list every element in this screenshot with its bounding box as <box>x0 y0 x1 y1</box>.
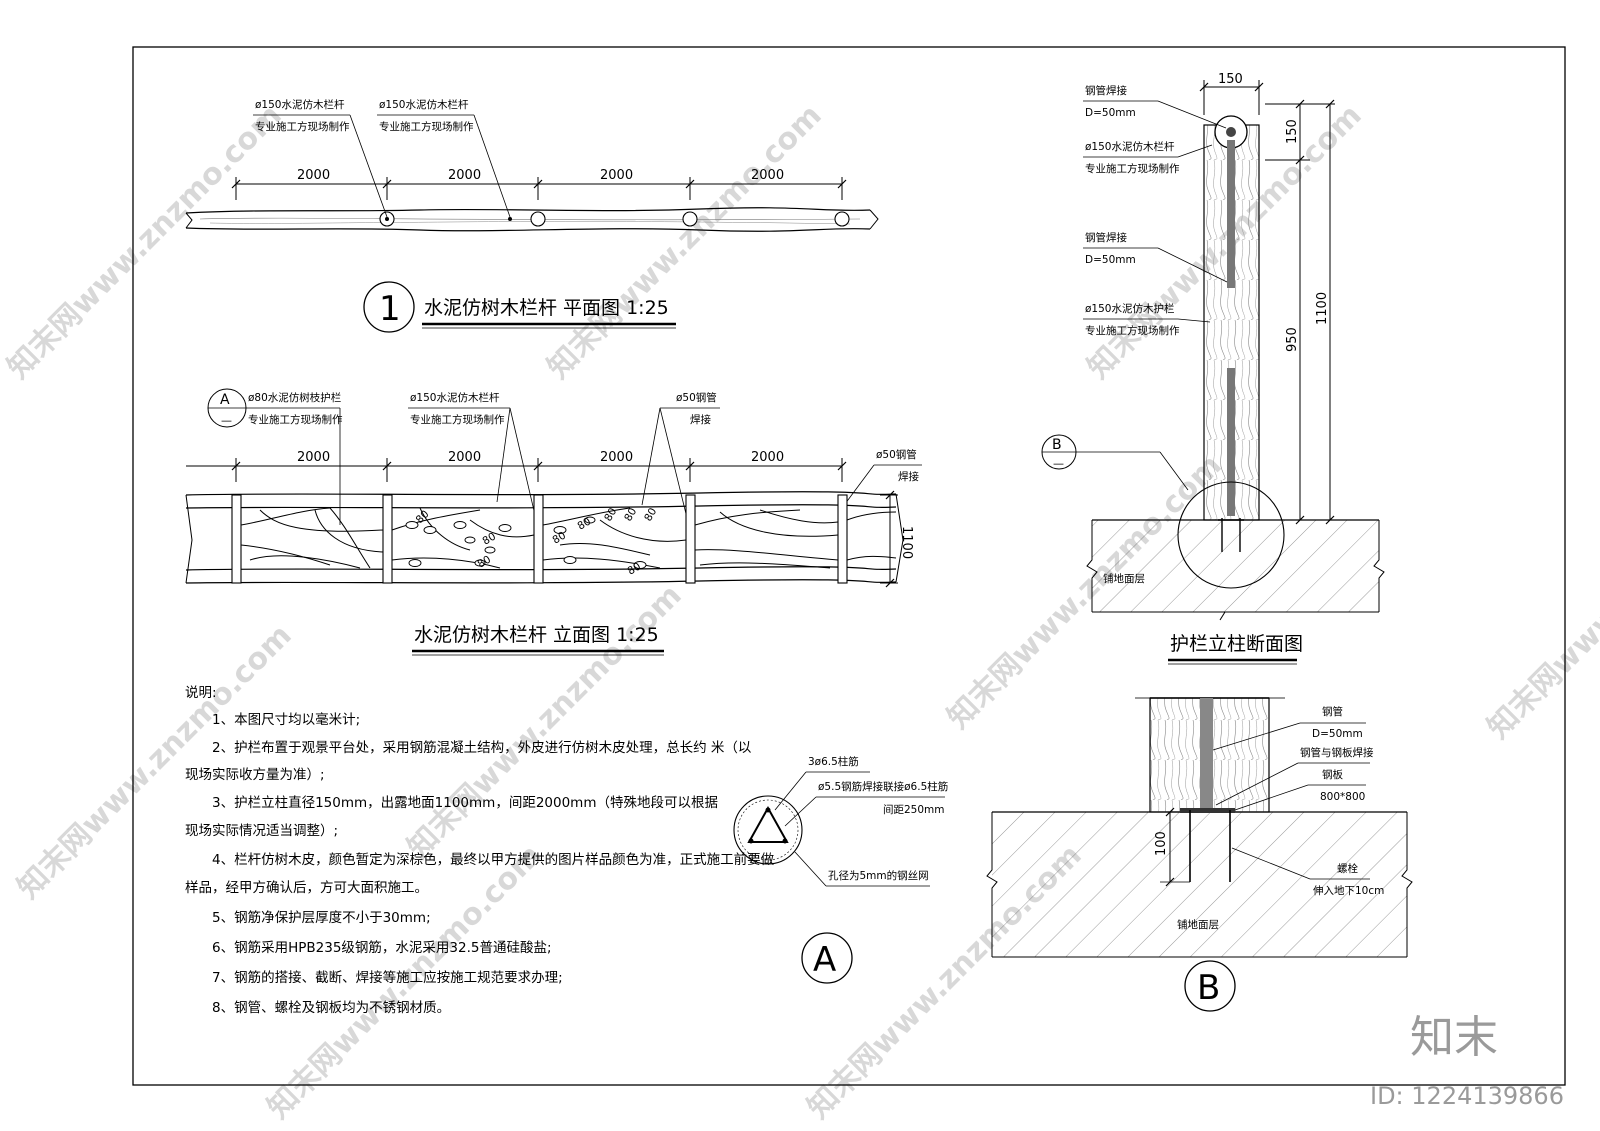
detail-b: 铺地面层 100 钢管 D=50mm 钢管与钢板焊接 钢板 800*800 螺栓… <box>986 697 1413 1012</box>
branch-label: 80 <box>551 530 569 547</box>
image-id: ID: 1224139866 <box>1370 1082 1564 1110</box>
plan-dim: 2000 <box>297 168 330 183</box>
note-line: 现场实际情况适当调整）; <box>185 823 338 839</box>
watermark-text: 知末网www.znzmo.com <box>1481 458 1600 746</box>
detail-b-bolt-depth: 伸入地下10cm <box>1313 884 1384 897</box>
note-line: 3、护栏立柱直径150mm，出露地面1100mm，间距2000mm（特殊地段可以… <box>212 795 718 811</box>
detail-b-pipe: 钢管 <box>1322 705 1343 718</box>
plan-callout: ø150水泥仿木栏杆 <box>379 98 469 111</box>
note-line: 2、护栏布置于观景平台处，采用钢筋混凝土结构，外皮进行仿树木皮处理，总长约 米（… <box>212 739 752 756</box>
detail-b-dim: 100 <box>1154 831 1169 856</box>
elevation-callout: 专业施工方现场制作 <box>248 413 343 426</box>
section-callout: 钢管焊接 <box>1085 84 1127 97</box>
elevation-dim: 2000 <box>600 450 633 465</box>
elevation-dim: 2000 <box>751 450 784 465</box>
branch-diameter-labels: 80 80 80 80 80 80 80 80 80 <box>414 506 660 578</box>
elevation-title: 水泥仿树木栏杆 立面图 1:25 <box>414 624 659 646</box>
detail-a-weld: ø5.5钢筋焊接联接ø6.5柱筋 <box>818 780 948 793</box>
section-dim-top: 150 <box>1218 72 1243 87</box>
plan-callout: ø150水泥仿木栏杆 <box>255 98 345 111</box>
section-dim-1100: 1100 <box>1315 292 1330 325</box>
detail-b-bolt: 螺栓 <box>1337 862 1359 875</box>
elevation-callout: 焊接 <box>690 413 711 426</box>
elevation-tag-letter: A <box>220 392 230 408</box>
plan-dim: 2000 <box>751 168 784 183</box>
branch-label: 80 <box>476 554 494 571</box>
plan-dim: 2000 <box>600 168 633 183</box>
note-line: 4、栏杆仿树木皮，颜色暂定为深棕色，最终以甲方提供的图片样品颜色为准，正式施工前… <box>212 851 775 868</box>
plan-callout: 专业施工方现场制作 <box>255 120 350 133</box>
detail-b-plate: 钢板 <box>1322 768 1344 781</box>
elevation-callout: ø150水泥仿木栏杆 <box>410 391 500 404</box>
branch-label: 80 <box>481 531 499 548</box>
detail-a-spacing: 间距250mm <box>883 803 945 816</box>
plan-title: 水泥仿树木栏杆 平面图 1:25 <box>424 297 669 319</box>
detail-a: 3ø6.5柱筋 ø5.5钢筋焊接联接ø6.5柱筋 间距250mm 孔径为5mm的… <box>733 755 948 984</box>
branch-label: 80 <box>576 516 594 533</box>
sheet-border <box>132 46 1566 1086</box>
watermark-text: 知末网www.znzmo.com <box>1 98 289 386</box>
note-line: 6、钢筋采用HPB235级钢筋，水泥采用32.5普通硅酸盐; <box>212 939 552 956</box>
section-title: 护栏立柱断面图 <box>1170 633 1303 655</box>
elevation-callout: 专业施工方现场制作 <box>410 413 505 426</box>
section-callout: ø150水泥仿木栏杆 <box>1085 140 1175 153</box>
detail-b-ground: 铺地面层 <box>1177 918 1219 931</box>
watermark-text: 知末网www.znzmo.com <box>541 98 829 386</box>
detail-b-plate-size: 800*800 <box>1320 791 1365 803</box>
section-callout: 钢管焊接 <box>1085 231 1127 244</box>
branch-label: 80 <box>622 506 639 524</box>
detail-b-letter: B <box>1197 968 1220 1008</box>
section-callout: D=50mm <box>1085 107 1136 119</box>
note-line: 8、钢管、螺栓及钢板均为不锈钢材质。 <box>212 1000 450 1016</box>
section-callout: ø150水泥仿木护栏 <box>1085 302 1174 315</box>
elevation-dim: 2000 <box>448 450 481 465</box>
section-dim-150: 150 <box>1285 119 1300 144</box>
plan-dim: 2000 <box>448 168 481 183</box>
elevation-callout: ø80水泥仿树枝护栏 <box>248 391 341 404</box>
elevation-height: 1100 <box>899 526 914 559</box>
elevation-callout: ø50钢管 <box>876 448 917 461</box>
detail-a-letter: A <box>813 940 836 980</box>
note-line: 7、钢筋的搭接、截断、焊接等施工应按施工规范要求办理; <box>212 969 563 986</box>
branch-label: 80 <box>626 561 644 578</box>
elevation-callout: ø50钢管 <box>676 391 717 404</box>
note-line: 5、钢筋净保护层厚度不小于30mm; <box>212 909 431 926</box>
section-callout: 专业施工方现场制作 <box>1085 324 1180 337</box>
plan-view: 2000 2000 2000 2000 ø150水泥仿木栏杆 专业施工方现场制作… <box>185 98 879 333</box>
plan-callout: 专业施工方现场制作 <box>379 120 474 133</box>
section-callout: 专业施工方现场制作 <box>1085 162 1180 175</box>
section-ground: 铺地面层 <box>1103 572 1145 585</box>
section-tag-sub: — <box>1053 457 1064 470</box>
notes: 说明: 1、本图尺寸均以毫米计; 2、护栏布置于观景平台处，采用钢筋混凝土结构，… <box>185 685 775 1016</box>
elevation-callout: 焊接 <box>898 470 919 483</box>
watermark-text: 知末网www.znzmo.com <box>401 578 689 866</box>
detail-a-mesh: 孔径为5mm的钢丝网 <box>828 869 929 882</box>
elevation-tag-sub: — <box>221 414 232 427</box>
plan-number: 1 <box>379 289 401 329</box>
detail-b-weld: 钢管与钢板焊接 <box>1300 746 1374 759</box>
elevation-view: A — ø80水泥仿树枝护栏 专业施工方现场制作 ø150水泥仿木栏杆 专业施工… <box>185 388 922 656</box>
section-dim-950: 950 <box>1285 327 1300 352</box>
post-section: 铺地面层 B — 150 150 <box>1041 72 1385 665</box>
note-line: 1、本图尺寸均以毫米计; <box>212 711 360 728</box>
note-line: 样品，经甲方确认后，方可大面积施工。 <box>185 880 428 896</box>
section-tag-letter: B <box>1052 437 1062 453</box>
detail-b-pipe-d: D=50mm <box>1312 728 1363 740</box>
note-line: 现场实际收方量为准）; <box>185 767 325 783</box>
notes-heading: 说明: <box>185 685 217 701</box>
detail-a-rebar: 3ø6.5柱筋 <box>808 755 859 768</box>
elevation-dim: 2000 <box>297 450 330 465</box>
branch-label: 80 <box>642 506 659 524</box>
branch-label: 80 <box>602 506 619 524</box>
brand-logo: 知末 <box>1410 1012 1498 1063</box>
section-callout: D=50mm <box>1085 254 1136 266</box>
